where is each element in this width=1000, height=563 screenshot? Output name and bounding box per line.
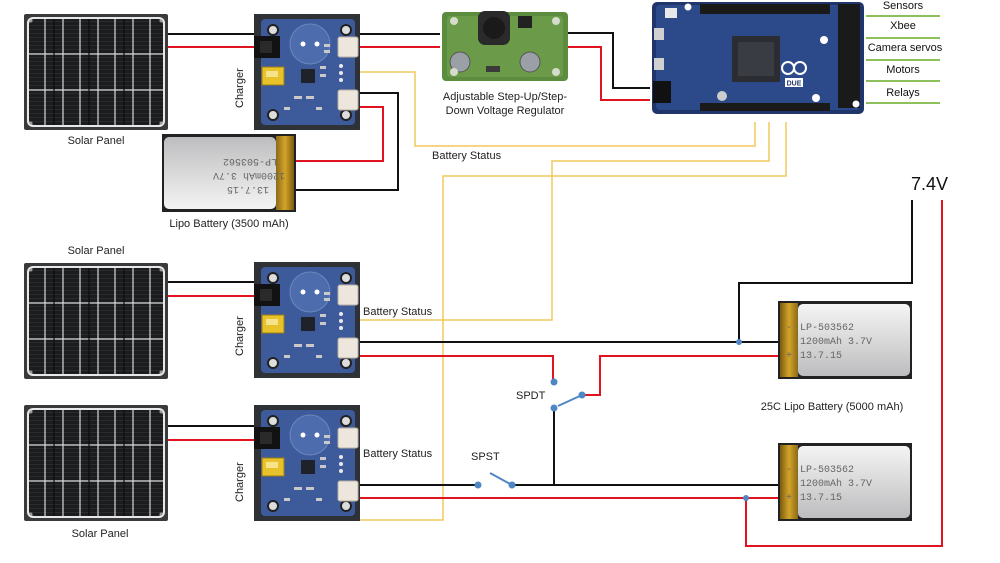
regulator-label: Adjustable Step-Up/Step- Down Voltage Re… xyxy=(443,90,567,118)
output-motors: Motors xyxy=(886,64,920,76)
pack1-print-2: 1200mAh 3.7V xyxy=(800,336,872,348)
junction-gnd xyxy=(736,339,742,345)
lipo-battery-small: 13.7.15 1200mAh 3.7V LP-503562 xyxy=(162,134,296,212)
wires-signal xyxy=(356,71,787,521)
solar-panel-3 xyxy=(23,404,169,522)
battery-status-label-3: Battery Status xyxy=(363,448,433,460)
charger-3-label: Charger xyxy=(234,462,246,502)
output-relays: Relays xyxy=(886,87,920,99)
lipo-small-print-3: LP-503562 xyxy=(223,155,277,166)
output-divider xyxy=(866,59,940,61)
junction-pwr xyxy=(743,495,749,501)
lipo-small-print-1: 13.7.15 xyxy=(227,183,269,194)
output-divider xyxy=(866,15,940,17)
junction-dots xyxy=(736,339,749,501)
output-camera-servos: Camera servos xyxy=(867,42,943,54)
solar-panel-2 xyxy=(23,262,169,380)
charger-2-label: Charger xyxy=(234,316,246,356)
wire-battery-status-1 xyxy=(356,71,756,147)
solar-panel-1 xyxy=(23,13,169,131)
wire-battery-status-2 xyxy=(356,122,770,321)
arduino-due-board: DUE xyxy=(652,2,864,114)
battery-status-label-2: Battery Status xyxy=(363,306,433,318)
lipo-pack-cell-1: - LP-503562 1200mAh 3.7V + 13.7.15 xyxy=(778,301,912,379)
arduino-board-name: DUE xyxy=(787,81,802,88)
charger-2 xyxy=(253,261,361,379)
spdt-switch xyxy=(550,378,586,412)
charger-1-label: Charger xyxy=(234,68,246,108)
voltage-regulator xyxy=(442,11,568,81)
spdt-label: SPDT xyxy=(516,390,546,402)
wire-battery-status-3 xyxy=(356,122,787,521)
charger-1 xyxy=(253,13,361,131)
pack1-print-3: 13.7.15 xyxy=(800,351,842,362)
wire-spdt-pack-pwr xyxy=(582,355,778,396)
spst-switch xyxy=(474,472,516,489)
wires-middle xyxy=(168,200,913,396)
wire-charger2-spdt-pwr xyxy=(356,355,554,381)
solar-panel-3-label: Solar Panel xyxy=(71,528,129,540)
solar-panel-2-label: Solar Panel xyxy=(67,245,125,257)
output-sensors: Sensors xyxy=(882,0,924,12)
charger-3 xyxy=(253,404,361,522)
wires-top xyxy=(168,32,650,191)
lipo-pack-label: 25C Lipo Battery (5000 mAh) xyxy=(760,401,904,413)
pack1-print-1: LP-503562 xyxy=(800,323,854,334)
output-xbee: Xbee xyxy=(890,20,916,32)
output-voltage-label: 7.4V xyxy=(911,174,949,194)
regulator-label-line1: Adjustable Step-Up/Step- xyxy=(442,91,568,103)
output-divider xyxy=(866,80,940,82)
svg-text:-: - xyxy=(786,465,792,476)
pack2-print-2: 1200mAh 3.7V xyxy=(800,478,872,490)
battery-status-label-1: Battery Status xyxy=(432,150,502,162)
lipo-small-label: Lipo Battery (3500 mAh) xyxy=(169,218,289,230)
wire-pack-7v4-gnd xyxy=(738,200,913,342)
svg-text:-: - xyxy=(786,323,792,334)
lipo-pack-cell-2: - LP-503562 1200mAh 3.7V + 13.7.15 xyxy=(778,443,912,521)
wire-charger1-battery-gnd xyxy=(296,92,399,191)
wire-regulator-arduino-gnd xyxy=(568,32,650,89)
regulator-label-line2: Down Voltage Regulator xyxy=(445,105,565,117)
svg-text:+: + xyxy=(786,493,792,504)
spst-label: SPST xyxy=(471,451,500,463)
wire-charger1-battery-pwr xyxy=(296,106,384,162)
solar-panel-1-label: Solar Panel xyxy=(67,135,125,147)
output-divider xyxy=(866,102,940,104)
pack2-print-1: LP-503562 xyxy=(800,465,854,476)
wires-bottom xyxy=(168,200,943,547)
svg-text:+: + xyxy=(786,351,792,362)
wire-pack-7v4-pwr xyxy=(745,200,943,547)
output-divider xyxy=(866,37,940,39)
lipo-small-print-2: 1200mAh 3.7V xyxy=(213,169,285,181)
pack2-print-3: 13.7.15 xyxy=(800,493,842,504)
wire-regulator-arduino-pwr xyxy=(568,46,650,101)
